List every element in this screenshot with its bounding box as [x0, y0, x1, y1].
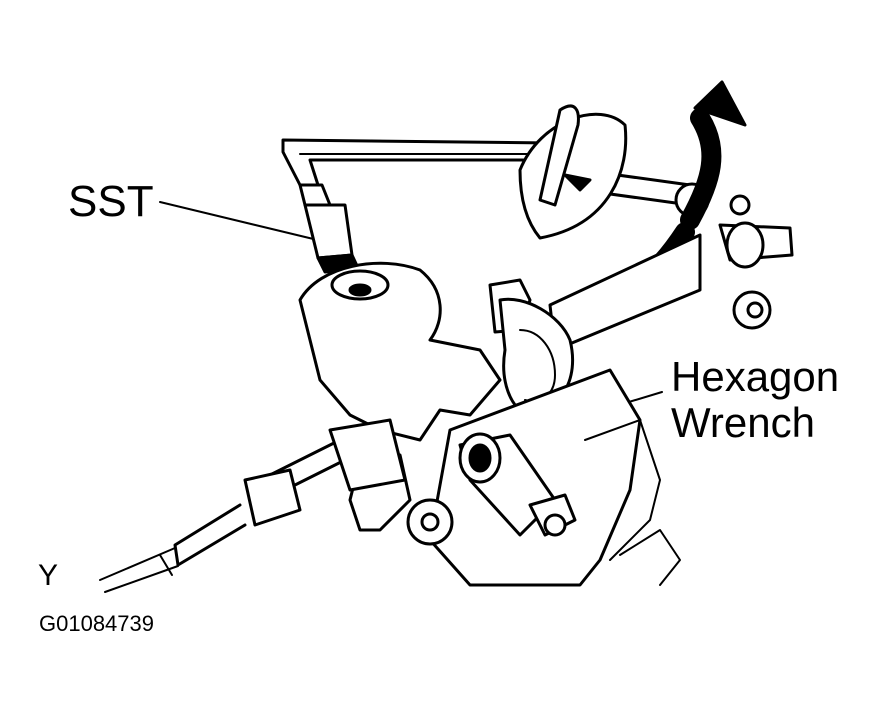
- hexagon-wrench-label-line1: Hexagon: [671, 353, 840, 400]
- right-shaft: [548, 194, 794, 352]
- shift-lever: [518, 104, 710, 240]
- sst-label: SST: [68, 177, 154, 226]
- sst-tool: [281, 138, 554, 291]
- figure-code-label: G01084739: [39, 611, 154, 636]
- corner-mark-label: Y: [38, 559, 59, 592]
- hexagon-wrench-label-line2: Wrench: [671, 399, 815, 446]
- sst-leader-line: [159, 201, 331, 244]
- transmission-housing: [298, 261, 681, 587]
- hexagon-bolt: [458, 432, 577, 537]
- left-cable: [99, 418, 407, 593]
